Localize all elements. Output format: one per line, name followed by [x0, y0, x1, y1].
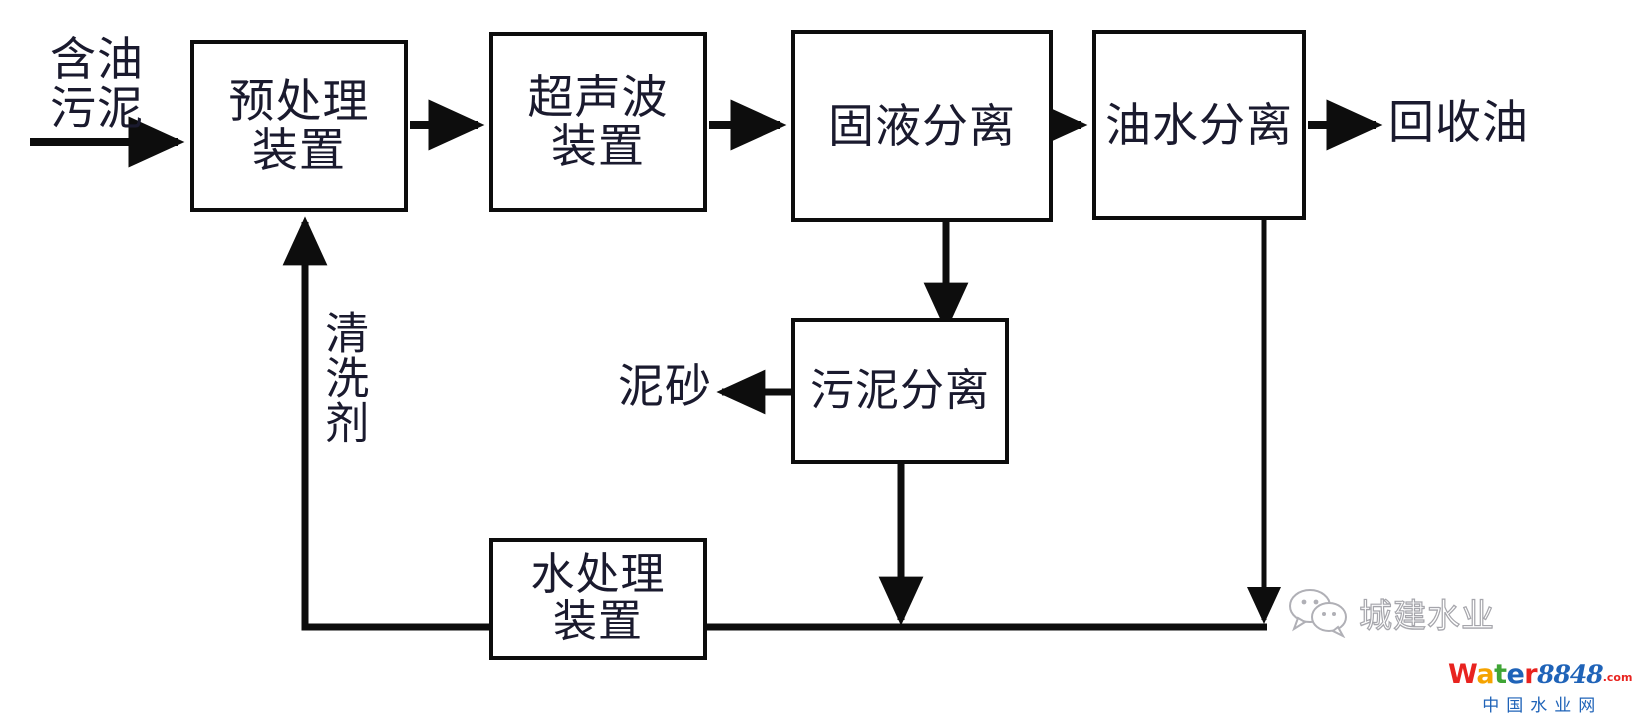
logo-letter-t: t: [1494, 659, 1507, 690]
watermark-wechat: 城建水业: [1288, 588, 1495, 638]
node-oil-water-separation[interactable]: 油水分离: [1092, 30, 1306, 220]
label-mud-and-sand: 泥砂: [618, 359, 712, 413]
node-sludge-separation[interactable]: 污泥分离: [791, 318, 1009, 464]
node-ultrasonic[interactable]: 超声波 装置: [489, 32, 707, 212]
node-oil-water-separation-label: 油水分离: [1105, 97, 1293, 152]
node-sludge-separation-label: 污泥分离: [810, 364, 990, 416]
node-ultrasonic-label: 超声波 装置: [527, 70, 669, 173]
node-pretreatment-label: 预处理 装置: [228, 74, 370, 177]
label-oily-sludge-input: 含油 污泥: [50, 32, 144, 135]
watermark-wechat-text: 城建水业: [1358, 595, 1495, 635]
logo-number-8848: 8848: [1537, 660, 1604, 689]
node-solid-liquid-separation-label: 固液分离: [828, 98, 1016, 153]
logo-letter-w: W: [1448, 659, 1477, 690]
logo-chinese-name: 中国水业网: [1482, 696, 1603, 716]
logo-letter-r: r: [1524, 659, 1538, 690]
label-detergent: 清洗剂: [317, 310, 369, 445]
logo-letter-e: e: [1506, 659, 1525, 690]
node-solid-liquid-separation[interactable]: 固液分离: [791, 30, 1053, 222]
label-recovered-oil: 回收油: [1388, 95, 1529, 149]
logo-letter-a: a: [1476, 659, 1495, 690]
node-water-treatment-label: 水处理 装置: [530, 549, 666, 647]
logo-dotcom: .com: [1602, 671, 1633, 684]
wechat-icon: [1289, 589, 1347, 638]
node-water-treatment[interactable]: 水处理 装置: [489, 538, 707, 660]
node-pretreatment[interactable]: 预处理 装置: [190, 40, 408, 212]
watermark-water8848-logo: Water8848.com 中国水业网: [1448, 660, 1632, 716]
